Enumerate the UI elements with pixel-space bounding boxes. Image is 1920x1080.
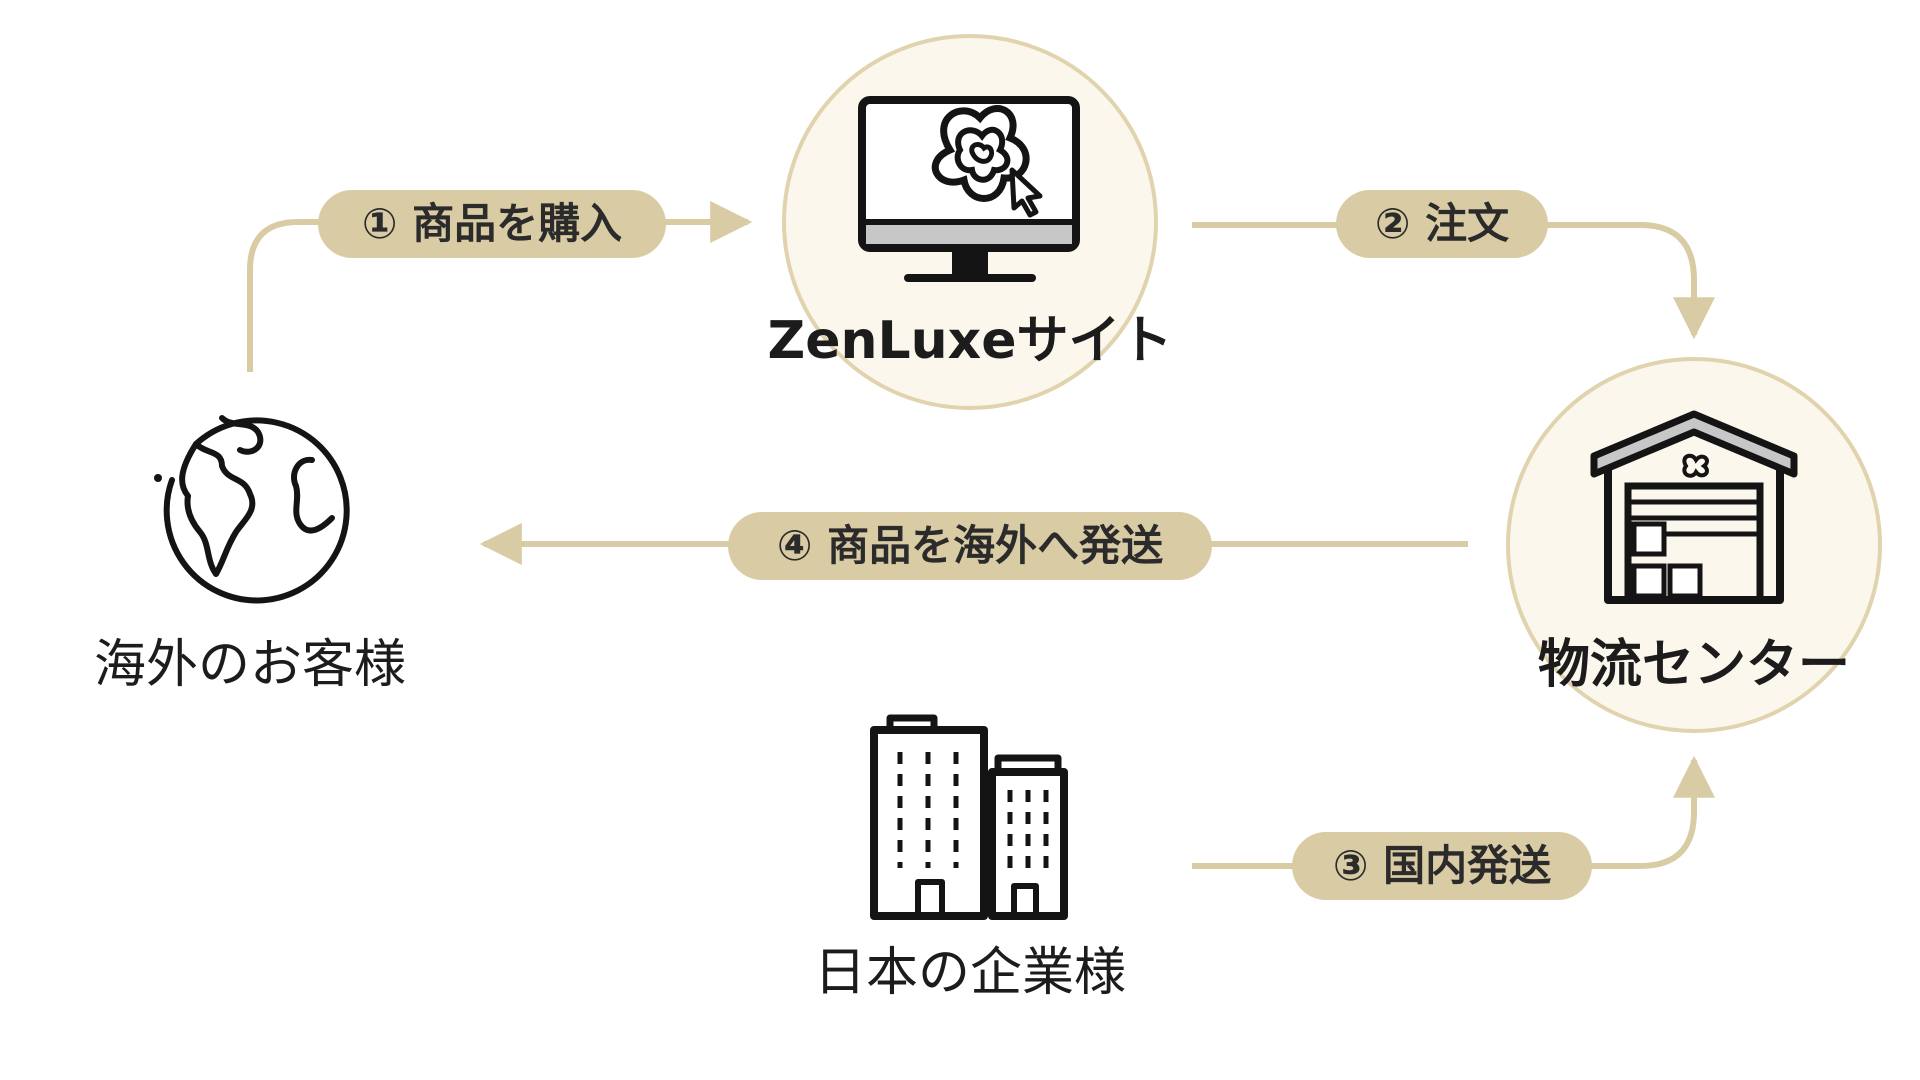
step-3-pill: ③ 国内発送	[1292, 832, 1592, 900]
step-1-pill: ① 商品を購入	[318, 190, 666, 258]
overseas-customers-label: 海外のお客様	[94, 635, 406, 695]
cursor-icon	[1009, 167, 1043, 218]
japanese-companies-label: 日本の企業様	[814, 943, 1126, 1003]
warehouse-logo-icon	[1682, 453, 1709, 478]
step-1-label: ① 商品を購入	[362, 199, 622, 248]
warehouse-icon	[1590, 410, 1798, 604]
office-building-icon	[870, 714, 1068, 920]
step-4-pill: ④ 商品を海外へ発送	[728, 512, 1212, 580]
website-label: ZenLuxeサイト	[768, 311, 1173, 371]
step-4-label: ④ 商品を海外へ発送	[777, 521, 1163, 570]
globe-icon	[154, 415, 350, 604]
arrow-step-2	[1192, 222, 1715, 340]
step-2-label: ② 注文	[1375, 199, 1509, 248]
arrow-step-1	[247, 201, 753, 372]
swirl-logo-icon	[931, 105, 1030, 202]
computer-monitor-icon	[858, 96, 1080, 282]
logistics-label: 物流センター	[1538, 635, 1850, 695]
step-2-pill: ② 注文	[1336, 190, 1548, 258]
arrow-step-3	[1192, 755, 1715, 869]
step-3-label: ③ 国内発送	[1333, 841, 1551, 890]
